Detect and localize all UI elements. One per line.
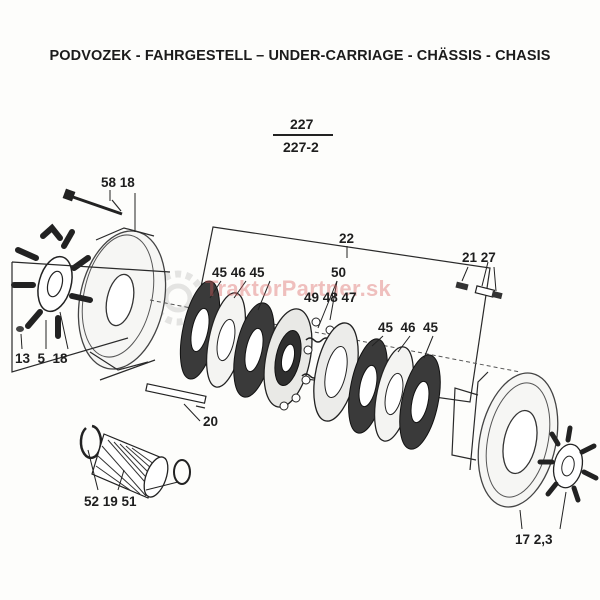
section-number-top: 227 [290,116,314,132]
section-number-bottom: 227-2 [283,139,319,155]
section-divider [273,134,333,136]
callout-58-18: 58 18 [101,175,135,190]
callout-20: 20 [203,414,219,429]
bolt-58 [62,188,123,216]
callout-49-48-47: 49 48 47 [304,290,357,305]
page-title: PODVOZEK - FAHRGESTELL – UNDER-CARRIAGE … [49,48,551,64]
pins-21-27 [455,281,503,300]
star-washer-5 [11,223,93,339]
frame-left [11,261,171,373]
hub-flange-18 [77,227,167,371]
pin-20 [145,383,207,409]
watermark-text: TraktorPartner.sk [205,276,392,301]
splined-sleeve-19 [91,433,169,499]
callout-13-5-18: 13 5 18 [15,351,68,366]
leader-lines [20,190,567,530]
ring-13 [16,326,24,332]
callout-22: 22 [339,231,355,246]
callout-45-46-45-right: 45 46 45 [378,320,439,335]
callout-17-2-3: 17 2,3 [515,532,553,547]
callout-50: 50 [331,265,347,280]
callout-52-19-51: 52 19 51 [84,494,137,509]
frame-left-lower [99,359,156,381]
hub-flange-17 [451,371,559,508]
balls-48 [279,317,335,411]
disc-45-right-b [399,354,441,450]
ring-51 [173,459,191,485]
pressure-plate-50 [263,308,313,408]
star-washer-2-3 [537,425,599,503]
callout-21-27: 21 27 [462,250,496,265]
callout-45-46-45-left: 45 46 45 [212,265,265,280]
snap-ring-52 [79,424,103,460]
